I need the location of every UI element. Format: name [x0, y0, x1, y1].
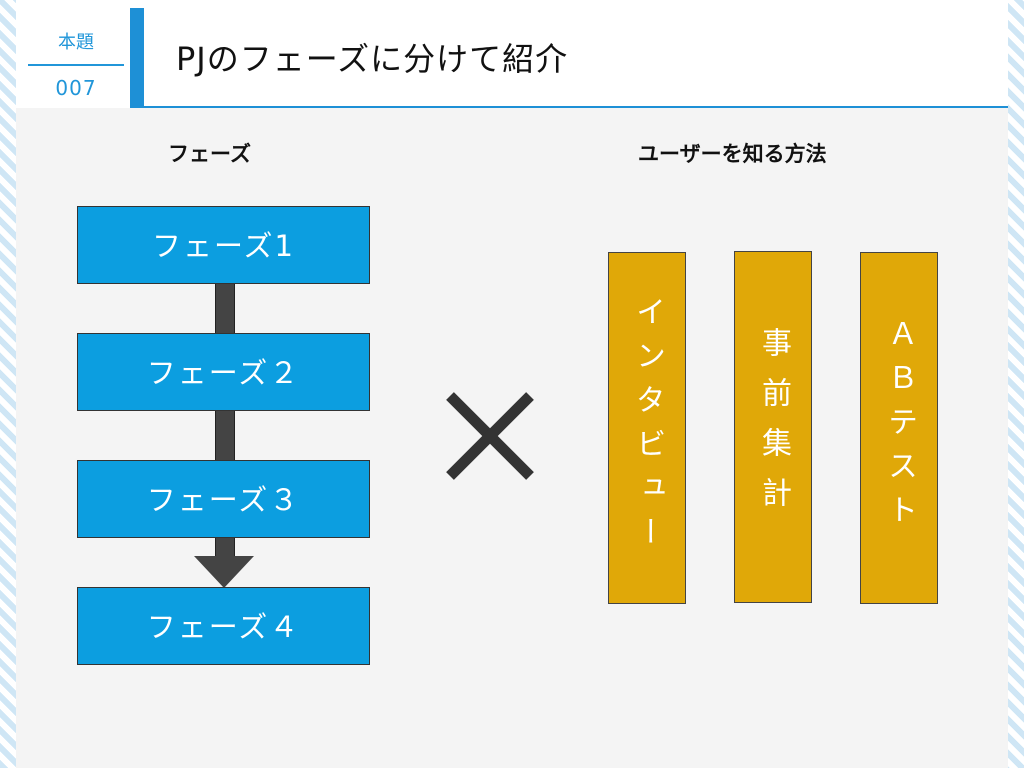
- topic-number: 007: [55, 76, 97, 100]
- phase-box-3: フェーズ３: [77, 460, 370, 538]
- header-area: [16, 0, 1008, 108]
- phase-box-2: フェーズ２: [77, 333, 370, 411]
- method-box-ab-test: ＡＢテスト: [860, 252, 938, 604]
- flow-arrow-head: [194, 556, 254, 588]
- method-label-ab-test: ＡＢテスト: [882, 318, 917, 538]
- topic-label: 本題: [58, 32, 94, 53]
- topic-divider: [28, 64, 124, 66]
- method-box-interview: インタビュー: [608, 252, 686, 604]
- slide: 本題 007 PJのフェーズに分けて紹介 フェーズ ユーザーを知る方法 フェーズ…: [16, 0, 1008, 768]
- multiply-icon: [446, 392, 534, 480]
- phase-heading: フェーズ: [168, 142, 251, 166]
- method-box-pre-aggregation: 事前集計: [734, 251, 812, 603]
- header-rule: [130, 106, 1008, 108]
- method-label-pre-aggregation: 事前集計: [756, 327, 791, 527]
- page-title: PJのフェーズに分けて紹介: [176, 40, 569, 78]
- phase-box-4: フェーズ４: [77, 587, 370, 665]
- methods-heading: ユーザーを知る方法: [638, 142, 827, 166]
- title-accent-bar: [130, 8, 144, 108]
- phase-box-1: フェーズ1: [77, 206, 370, 284]
- method-label-interview: インタビュー: [630, 296, 665, 560]
